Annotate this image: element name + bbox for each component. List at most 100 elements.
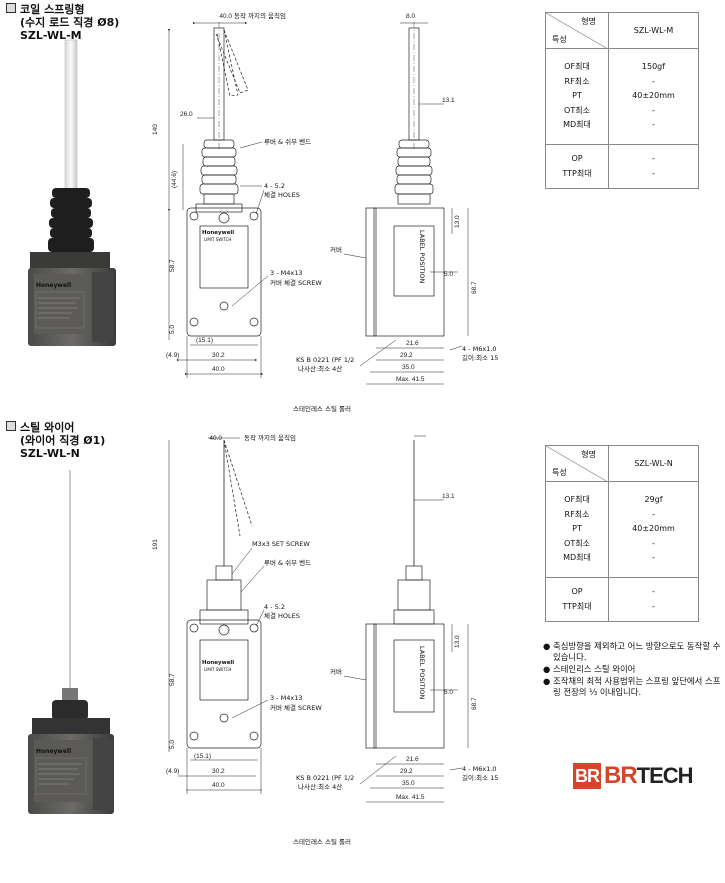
dim-68-7-2: 68.7	[471, 697, 478, 710]
dim-29-2-1: 29.2	[400, 352, 413, 359]
spec-row-value: -	[652, 587, 655, 596]
dim-68-7-1: 68.7	[471, 281, 478, 294]
side-view-1-dimensions	[343, 22, 469, 385]
dim-rod-dia-1: 8.0	[406, 13, 415, 20]
spec-row-name: MD최대	[563, 553, 591, 563]
spec-row-name: PT	[572, 524, 582, 534]
callout-screw-label-2: 커버 체결 SCREW	[270, 703, 322, 712]
dim-13-1-1: 13.1	[442, 97, 455, 104]
dim-side-5-0-1: 5.0	[444, 271, 453, 278]
spec-row-name: OT최소	[564, 105, 590, 115]
spec-row-name: OP	[571, 587, 583, 596]
dim-13-1-2: 13.1	[442, 493, 455, 500]
spec-values2-1: - -	[608, 144, 699, 189]
dim-26-1: 26.0	[180, 111, 193, 118]
spec-names-1: OF최대 RF최소 PT OT최소 MD최대	[545, 48, 609, 145]
callout-conduit-sub-1: 나사산:최소 4산	[298, 364, 342, 373]
side-view-2-dimensions	[343, 499, 469, 803]
dim-4-9-2: (4.9)	[166, 768, 179, 775]
spec-header-char-label-2: 특성	[552, 468, 567, 477]
spec-row-value: -	[652, 538, 655, 548]
spec-row-name: OF최대	[564, 495, 590, 505]
spec-row-value: 40±20mm	[632, 91, 675, 101]
callout-conduit-2: KS B 0221 (PF 1/2	[296, 774, 354, 782]
logo-mark: BR	[573, 763, 601, 789]
brtech-logo: BR BR TECH	[573, 762, 694, 790]
spec-row-name: RF최소	[564, 76, 590, 86]
callout-bellows-2: 루버 & 쉬부 벤드	[264, 558, 311, 567]
callout-mounting-2: 4 - M6x1.0	[462, 765, 497, 773]
dim-max-1: Max. 41.5	[396, 376, 425, 383]
front-view-1-dimensions	[167, 21, 269, 378]
dim-40-0-1: 40.0	[212, 366, 225, 373]
spec-values-1: 150gf - 40±20mm - -	[608, 48, 699, 145]
product-photo-2: Honeywell	[28, 470, 114, 814]
callout-bellows-1: 루버 & 쉬부 벤드	[264, 137, 311, 146]
spec-row-value: -	[652, 154, 655, 163]
front1-brand-sub: LIMIT SWITCH	[204, 237, 231, 242]
dim-140-1: 140	[152, 124, 159, 135]
spec-values-2: 29gf - 40±20mm - -	[608, 481, 699, 578]
spec-row-value: -	[652, 120, 655, 130]
spec-row-value: 150gf	[641, 62, 666, 72]
callout-conduit-1: KS B 0221 (PF 1/2	[296, 356, 354, 364]
callout-screw-count-1: 3 - M4x13	[270, 269, 302, 277]
front2-brand: Honeywell	[202, 660, 234, 666]
spec-header-char-label-1: 특성	[552, 35, 567, 44]
dim-5-0-1: 5.0	[169, 325, 176, 334]
dim-top-width-2: 40.0	[209, 435, 222, 442]
spec-table-1: 형명 특성 SZL-WL-M OF최대 RF최소 PT OT최소 MD최대 15…	[545, 12, 699, 189]
note-item: ● 축심방향을 제외하고 어느 방향으로도 동작할 수 있습니다.	[543, 641, 721, 662]
front1-brand: Honeywell	[202, 230, 234, 236]
spec-row-value: -	[652, 168, 655, 178]
dim-58-7-1: 58.7	[169, 259, 176, 272]
photo1-brand: Honeywell	[36, 282, 71, 289]
spec-names-2: OF최대 RF최소 PT OT최소 MD최대	[545, 481, 609, 578]
front2-brand-sub: LIMIT SWITCH	[204, 667, 231, 672]
dim-5-0-2: 5.0	[169, 740, 176, 749]
callout-conduit-sub-2: 나사산:최소 4산	[298, 782, 342, 791]
spec-model-2: SZL-WL-N	[608, 445, 699, 482]
spec-names2-1: OP TTP최대	[545, 144, 609, 189]
front-view-2-dimensions	[168, 437, 269, 794]
note-text: 스테인리스 스틸 와이어	[552, 664, 636, 674]
callout-holes-count-2: 4 - 5.2	[264, 603, 285, 611]
spec-row-value: -	[652, 553, 655, 563]
label-position-2: LABEL POSITION	[418, 646, 426, 700]
section1-title-line2: (수지 로드 직경 Ø8)	[20, 16, 120, 29]
spec-row-value: 40±20mm	[632, 524, 675, 534]
side-view-2	[365, 435, 445, 749]
callout-mounting-sub-2: 길이:최소 15	[462, 773, 498, 782]
photo2-brand: Honeywell	[36, 748, 71, 755]
dim-191-2: 191	[152, 539, 159, 550]
dim-44-6-1: (44.6)	[171, 171, 178, 188]
spec-row-name: MD최대	[563, 120, 591, 130]
spec-row-name: RF최소	[564, 509, 590, 519]
spec-header-model-label-2: 형명	[581, 450, 596, 459]
caption-2: 스테인레스 스틸 롤러	[293, 837, 351, 846]
section1-model-code: SZL-WL-M	[20, 29, 82, 42]
dim-58-7-2: 58.7	[169, 673, 176, 686]
callout-cover-2: 커버	[330, 667, 342, 676]
spec-row-value: -	[652, 601, 655, 611]
note-item: ● 스테인리스 스틸 와이어	[543, 664, 636, 674]
label-position-1: LABEL POSITION	[418, 230, 426, 284]
spec-names2-2: OP TTP최대	[545, 577, 609, 622]
logo-brand-a: BR	[604, 762, 638, 789]
spec-row-value: -	[652, 105, 655, 115]
dim-4-9-1: (4.9)	[166, 352, 179, 359]
section2-title: 스틸 와이어 (와이어 직경 Ø1) SZL-WL-N	[6, 421, 105, 460]
section-bullet-icon	[6, 421, 16, 431]
spec-row-name: PT	[572, 91, 582, 101]
diagonal-divider-icon	[546, 13, 608, 49]
diagonal-divider-icon	[546, 446, 608, 482]
note-item: ● 조작채의 최적 사용범위는 스프링 앞단에서 스프링 전장의 ⅓ 이내입니다…	[543, 676, 721, 697]
dim-max-2: Max. 41.5	[396, 794, 425, 801]
front-view-1	[186, 22, 262, 337]
dim-21-6-1: 21.6	[406, 340, 419, 347]
caption-1: 스테인레스 스틸 롤러	[293, 404, 351, 413]
dim-21-6-2: 21.6	[406, 756, 419, 763]
note-text: 축심방향을 제외하고 어느 방향으로도 동작할 수 있습니다.	[552, 641, 721, 662]
callout-mounting-1: 4 - M6x1.0	[462, 345, 497, 353]
dim-29-2-2: 29.2	[400, 768, 413, 775]
